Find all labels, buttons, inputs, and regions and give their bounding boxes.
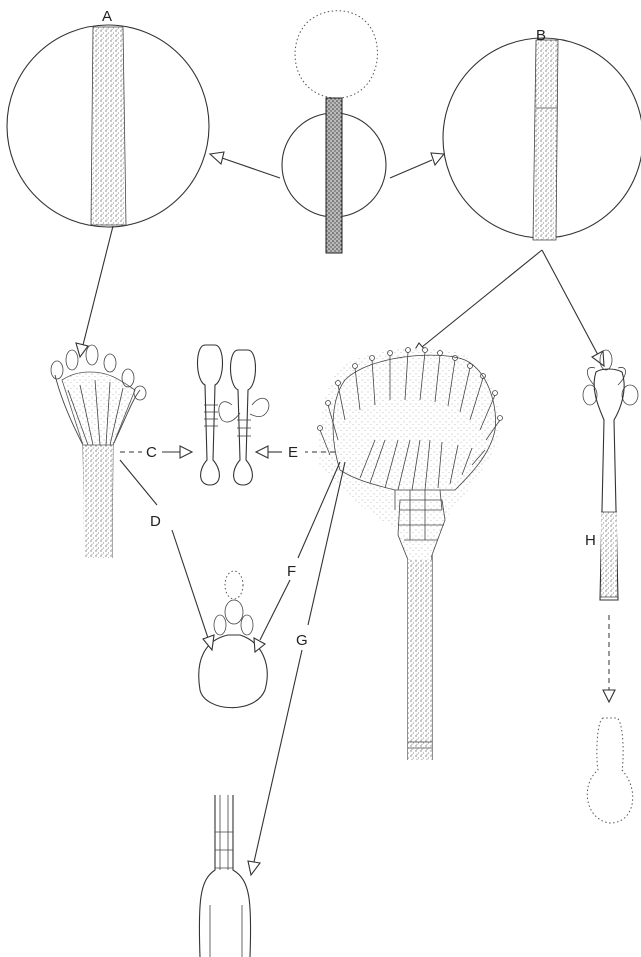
arrow-b-to-large-head — [411, 250, 542, 356]
stipe-a — [91, 27, 126, 225]
arrow-d: D — [120, 460, 214, 650]
arrow-center-to-a — [210, 152, 280, 178]
arrow-c: C — [120, 444, 192, 461]
label-a: A — [102, 8, 112, 25]
stipe-b — [533, 40, 558, 240]
label-b: B — [536, 27, 546, 44]
arrow-a-to-head — [76, 226, 113, 357]
arrow-center-to-b — [390, 153, 444, 178]
h-conidiophore: H — [583, 350, 638, 823]
magnified-stipe-b: B — [443, 27, 641, 240]
magnified-stipe-a: A — [7, 8, 209, 227]
bottom-conidiophore — [199, 795, 250, 957]
label-e: E — [288, 444, 298, 461]
label-d: D — [150, 513, 161, 530]
arrow-b-to-h — [542, 250, 604, 366]
label-h: H — [585, 532, 596, 549]
arrow-f: F — [254, 462, 340, 652]
label-g: G — [296, 632, 308, 649]
central-specimen — [282, 11, 386, 253]
central-vesicle-outline — [295, 11, 377, 98]
phialide-pair — [198, 345, 269, 485]
label-f: F — [287, 563, 296, 580]
central-stipe — [326, 98, 342, 253]
label-c: C — [146, 444, 157, 461]
large-conidiophore — [318, 348, 503, 761]
arrow-g: G — [248, 462, 345, 875]
